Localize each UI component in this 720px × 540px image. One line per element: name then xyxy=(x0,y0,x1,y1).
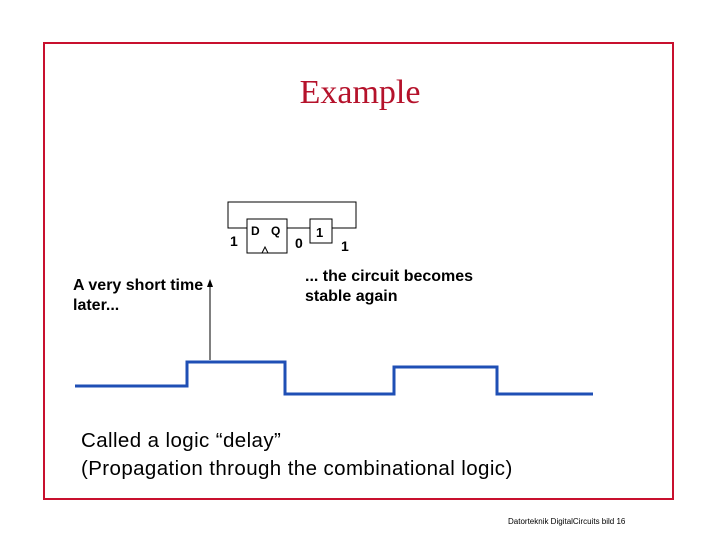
logic-box xyxy=(309,218,333,244)
note-text: ... the circuit becomes stable again xyxy=(305,268,474,305)
slide-footer: Datorteknik DigitalCircuits bild 16 xyxy=(508,517,626,526)
clock-arrow-head xyxy=(207,279,213,287)
q-value-label: 0 xyxy=(295,235,303,251)
q-pin-label: Q xyxy=(271,224,280,238)
slide-title: Example xyxy=(299,74,421,111)
slide-frame xyxy=(43,42,674,500)
side-text: A very short time later... xyxy=(73,277,204,314)
feedback-wire xyxy=(227,201,357,229)
d-pin-label: D xyxy=(251,224,260,238)
logic-output-value-label: 1 xyxy=(341,238,349,254)
caption-line-2: (Propagation through the combinational l… xyxy=(81,457,513,480)
caption: Called a logic “delay” (Propagation thro… xyxy=(81,427,691,483)
clock-waveform xyxy=(75,360,593,396)
logic-box-label: 1 xyxy=(316,225,323,240)
clock-marker xyxy=(261,245,269,254)
flipflop-box xyxy=(246,218,288,254)
caption-line-1: Called a logic “delay” xyxy=(81,429,282,452)
input-value-label: 1 xyxy=(230,233,238,249)
